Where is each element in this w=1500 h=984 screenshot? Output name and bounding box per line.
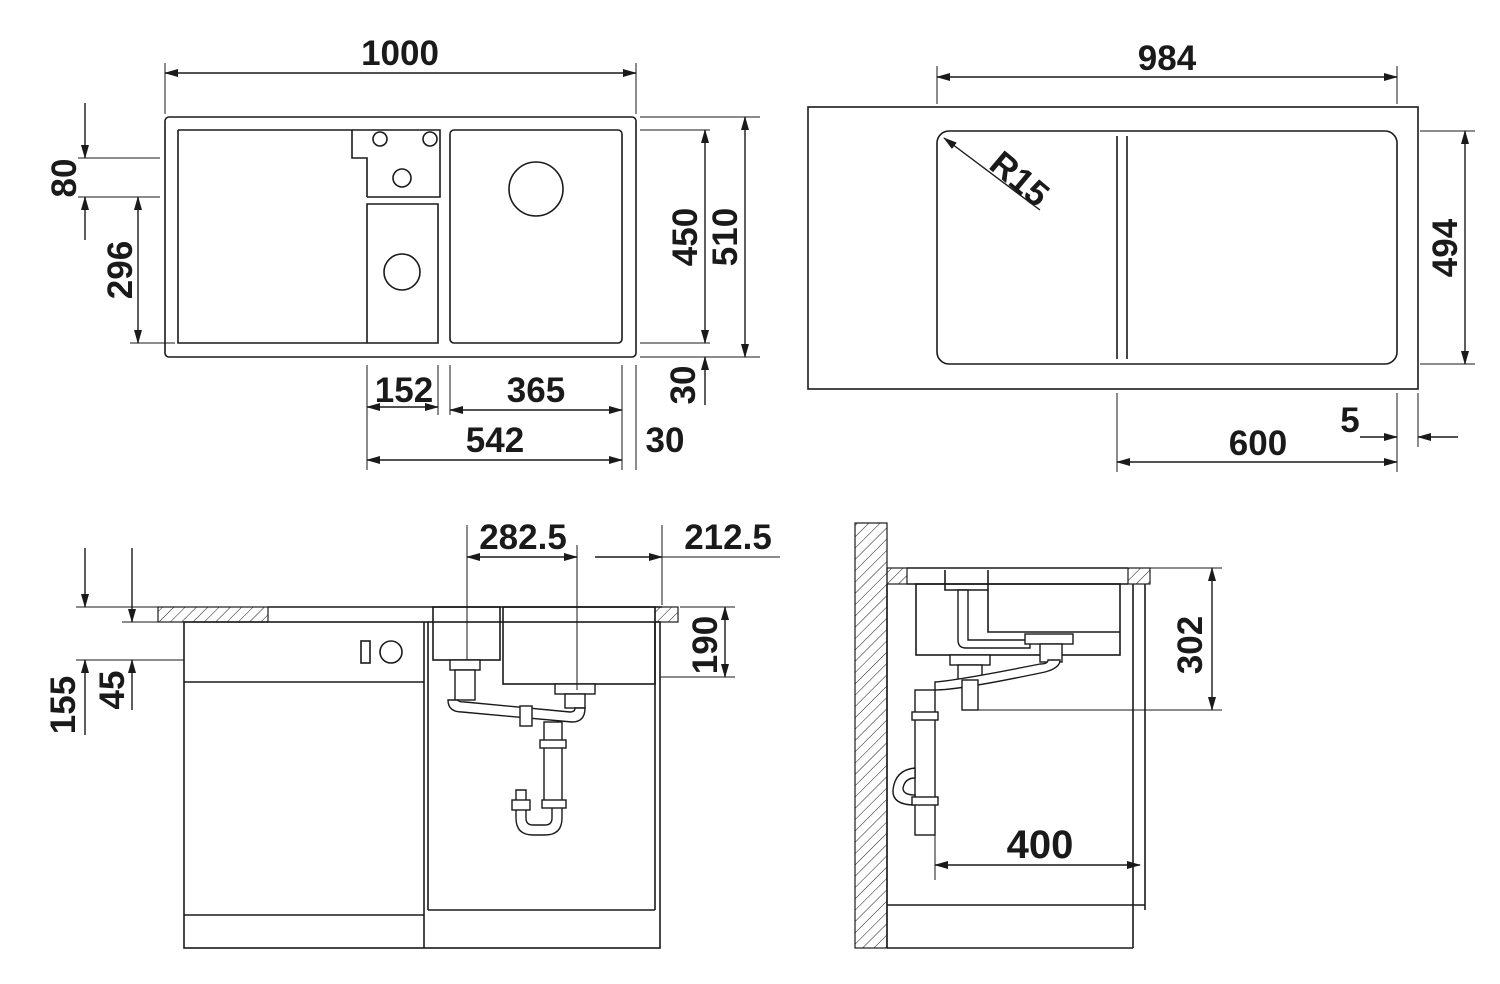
dim-small-bowl: 152 — [375, 371, 433, 410]
cutout-outline — [807, 106, 1419, 390]
tap-hole-icon — [422, 131, 438, 147]
small-drain-icon — [383, 253, 421, 291]
drainer-area — [177, 129, 439, 344]
side-basin — [915, 583, 1121, 656]
dim-drain-spacing: 282.5 — [479, 518, 567, 557]
dim-drainer-depth: 296 — [101, 241, 140, 299]
dim-side-height: 302 — [1171, 616, 1210, 674]
side-siphon-icon — [892, 589, 1074, 836]
wall — [854, 522, 888, 949]
siphon-icon — [447, 659, 596, 836]
dim-side-offset: 30 — [646, 421, 685, 460]
front-view: 282.5 212.5 190 155 45 — [44, 518, 780, 949]
dim-cutout-depth: 494 — [1426, 218, 1465, 277]
dim-edge: 5 — [1340, 401, 1359, 440]
sink-outline — [164, 116, 637, 358]
dim-top-height: 45 — [93, 671, 132, 710]
top-view: 1000 80 296 450 510 30 152 365 542 30 — [45, 34, 760, 470]
main-bowl — [449, 129, 623, 344]
dim-drain-depth: 400 — [1007, 823, 1074, 867]
dim-cutout-width: 984 — [1138, 39, 1197, 78]
tap-area — [352, 129, 441, 198]
inner-outline — [936, 130, 1398, 365]
cabinet — [183, 621, 661, 949]
side-view: 302 400 — [854, 522, 1222, 949]
main-drain-icon — [508, 161, 564, 217]
cutout-view: R15 984 494 600 5 — [807, 39, 1475, 472]
main-bowl-front — [502, 606, 656, 685]
dim-bowl-depth: 450 — [666, 208, 705, 266]
tap-hole-icon — [372, 131, 388, 147]
dim-main-bowl: 365 — [507, 371, 565, 410]
dim-drain-to-edge: 212.5 — [684, 518, 772, 557]
dim-total-height: 155 — [44, 676, 83, 734]
dim-bowl-height: 190 — [686, 616, 725, 674]
dim-rear-offset: 30 — [664, 366, 703, 405]
dim-depth: 510 — [706, 208, 745, 266]
dim-width: 1000 — [361, 34, 439, 73]
dim-radius: R15 — [982, 144, 1056, 215]
dim-bowls-total: 542 — [466, 421, 524, 460]
overflow-icon — [392, 168, 412, 188]
overflow-control-icon — [379, 640, 403, 664]
dim-tap-zone: 80 — [45, 159, 84, 198]
dim-bowl-span: 600 — [1229, 424, 1287, 463]
